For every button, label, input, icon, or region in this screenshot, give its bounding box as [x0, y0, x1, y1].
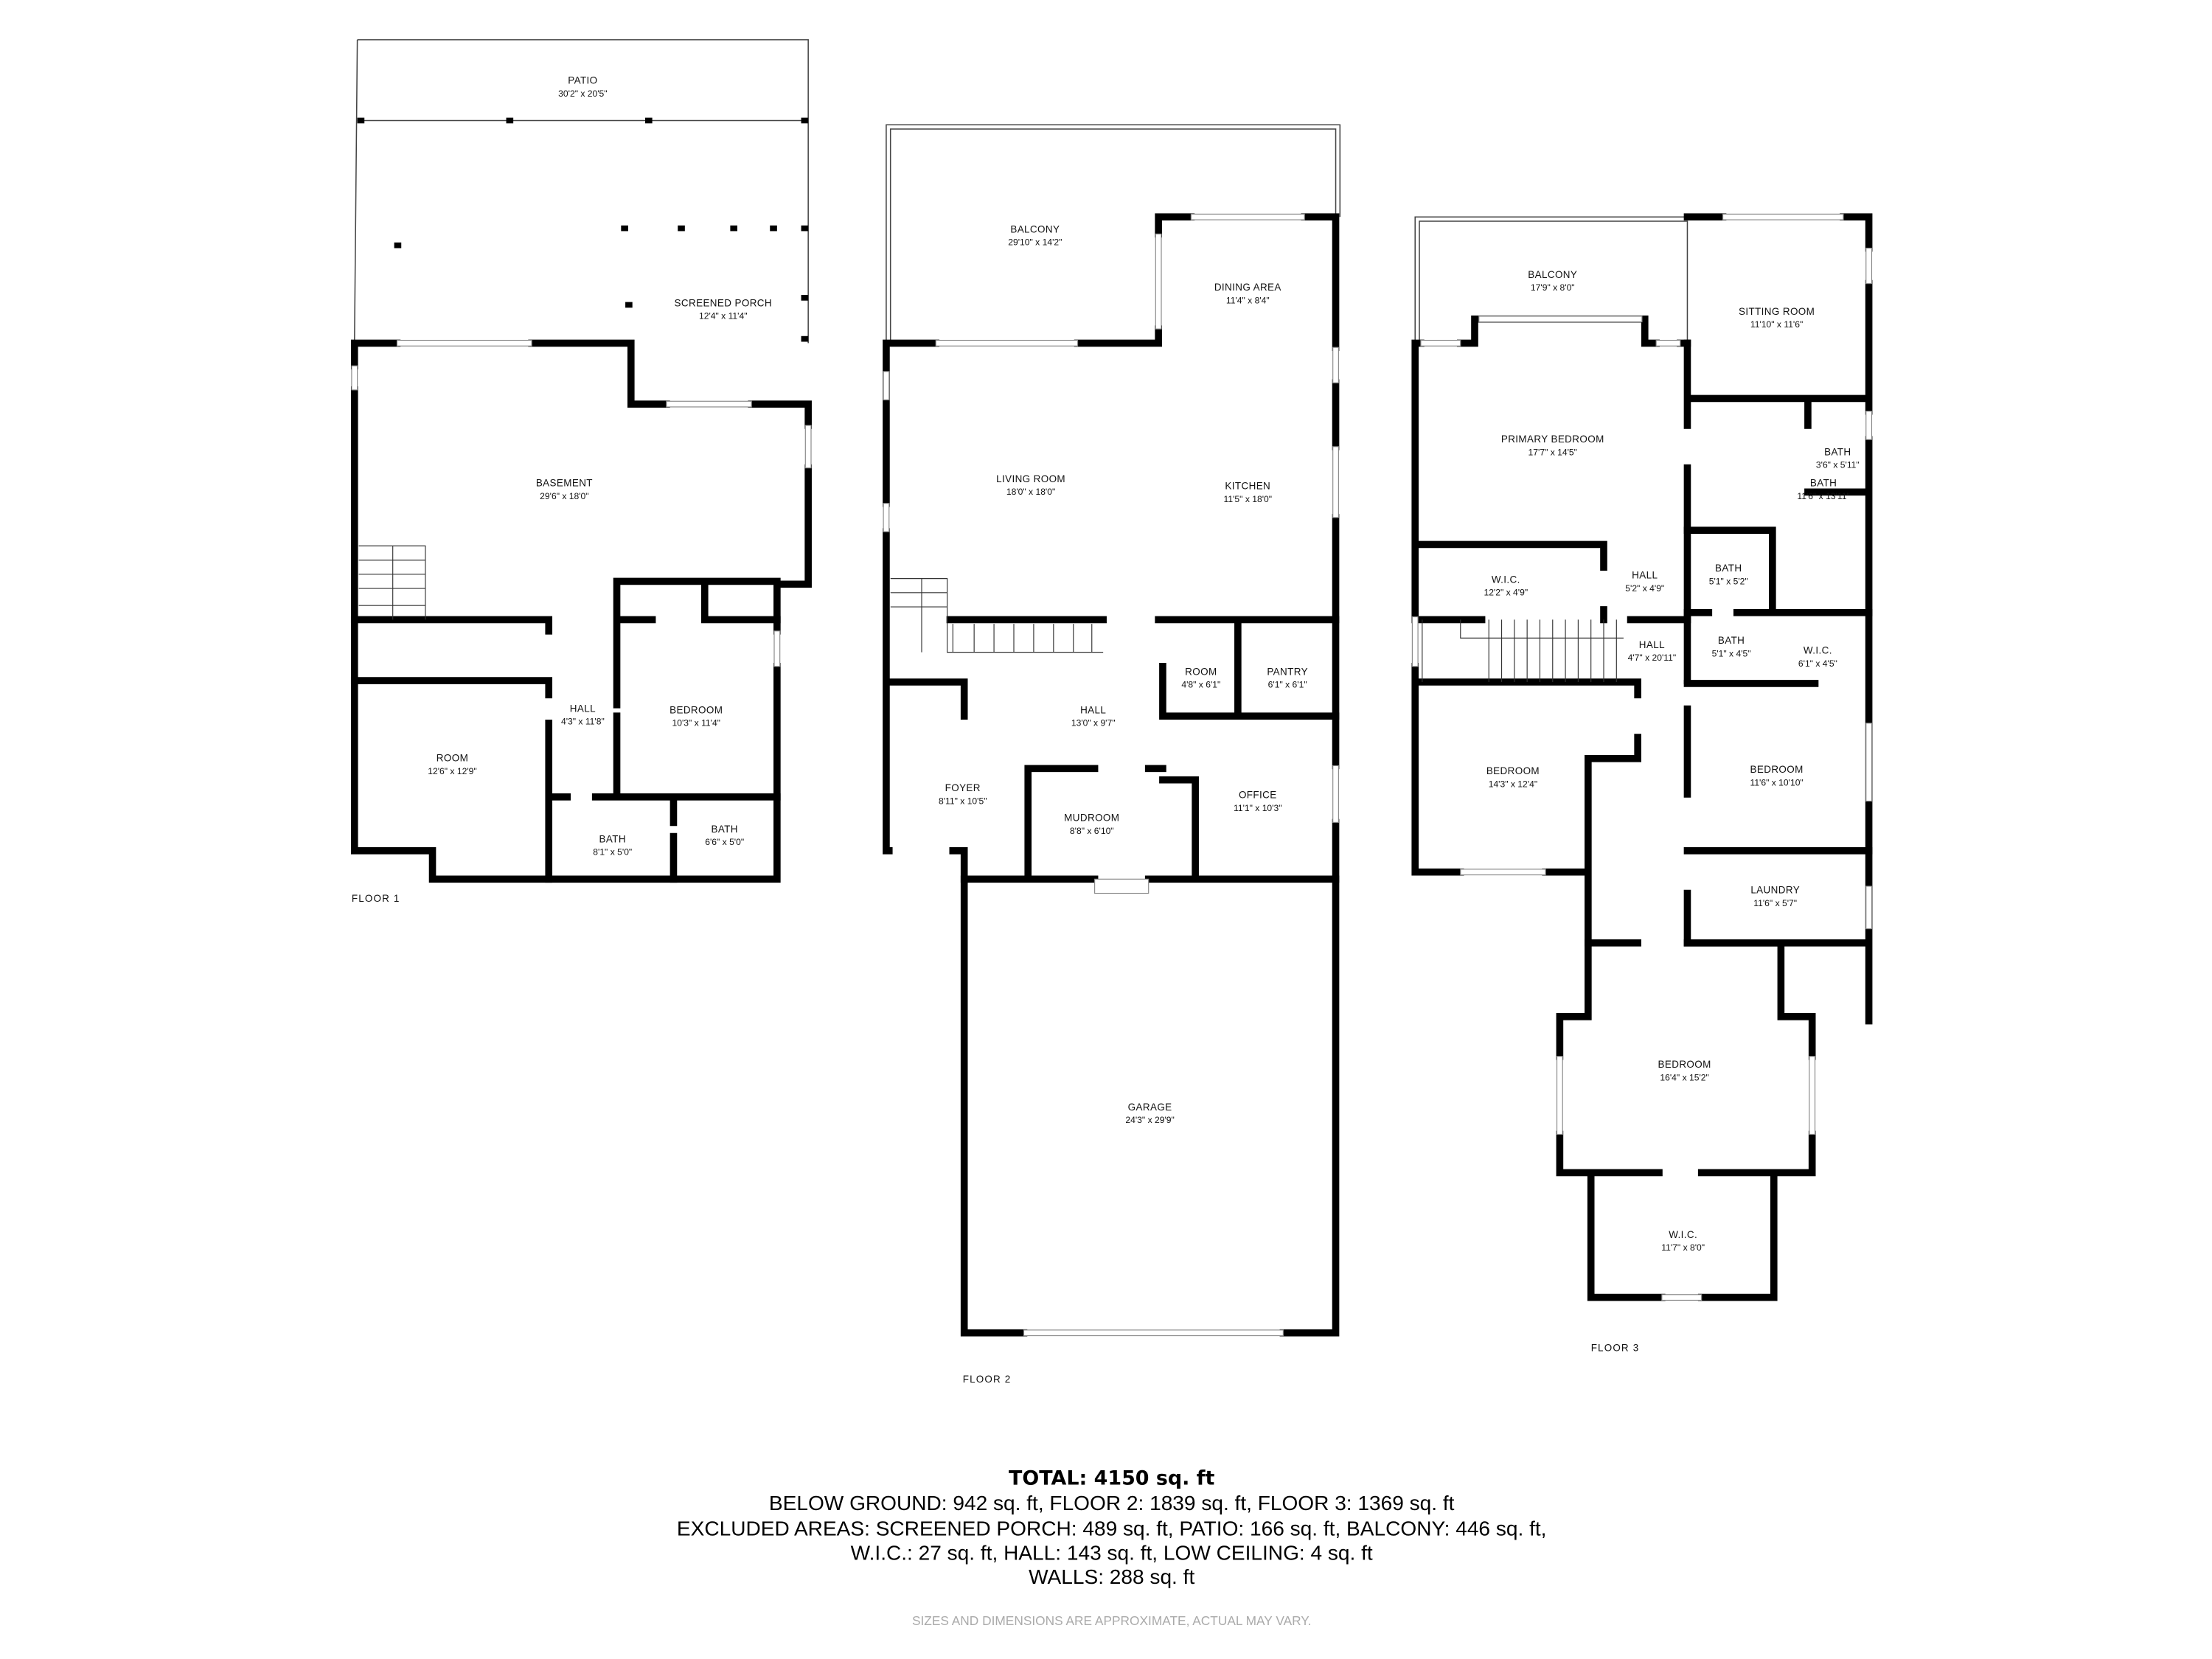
room-dimensions: 29'10" x 14'2": [1008, 237, 1062, 248]
room-dimensions: 12'4" x 11'4": [699, 311, 748, 321]
total-area: TOTAL: 4150 sq. ft: [1009, 1467, 1214, 1489]
floor-1-walls: [350, 339, 812, 883]
room-dimensions: 8'8" x 6'10": [1070, 826, 1114, 836]
room-name: BATH: [1715, 563, 1742, 574]
floor-2-label: FLOOR 2: [963, 1374, 1012, 1385]
floor-1-label: FLOOR 1: [352, 893, 400, 904]
room-name: W.I.C.: [1669, 1229, 1697, 1240]
floor-2-walls: [883, 213, 1340, 1337]
area-summary: TOTAL: 4150 sq. ft BELOW GROUND: 942 sq.…: [677, 1467, 1547, 1627]
room-dimensions: 30'2" x 20'5": [558, 88, 607, 99]
room-name: OFFICE: [1239, 790, 1277, 801]
excluded-areas-continued: W.I.C.: 27 sq. ft, HALL: 143 sq. ft, LOW…: [851, 1541, 1373, 1564]
room-name: LAUNDRY: [1750, 885, 1800, 896]
room-dimensions: 12'2" x 4'9": [1484, 588, 1528, 598]
room-dimensions: 13'0" x 9'7": [1071, 718, 1116, 728]
room-dimensions: 5'1" x 4'5": [1712, 648, 1751, 658]
room-dimensions: 11'6" x 5'7": [1753, 898, 1797, 908]
room-name: BATH: [599, 833, 626, 844]
room-dimensions: 11'5" x 18'0": [1224, 494, 1273, 504]
room-dimensions: 14'3" x 12'4": [1489, 779, 1537, 789]
room-name: BATH: [1718, 635, 1745, 646]
room-dimensions: 29'6" x 18'0": [540, 491, 588, 501]
room-dimensions: 11'6" x 13'11": [1797, 491, 1849, 501]
room-name: BALCONY: [1010, 223, 1060, 234]
floor-1-stairs: [358, 545, 426, 620]
room-dimensions: 10'3" x 11'4": [672, 718, 720, 728]
room-name: W.I.C.: [1804, 645, 1832, 656]
floor-3-walls: [1411, 213, 1873, 1301]
room-name: LIVING ROOM: [996, 473, 1065, 484]
room-name: BEDROOM: [1486, 765, 1540, 776]
floor-1-plan: PATIO 30'2" x 20'5" SCREENED PORCH 12'4"…: [350, 39, 812, 904]
room-dimensions: 4'8" x 6'1": [1181, 680, 1220, 690]
room-dimensions: 17'7" x 14'5": [1528, 447, 1577, 457]
room-name: HALL: [1080, 704, 1106, 715]
room-name: BEDROOM: [669, 704, 723, 715]
excluded-areas: EXCLUDED AREAS: SCREENED PORCH: 489 sq. …: [677, 1517, 1547, 1540]
room-dimensions: 6'6" x 5'0": [705, 837, 744, 847]
room-dimensions: 6'1" x 6'1": [1268, 680, 1307, 690]
room-name: HALL: [1639, 639, 1665, 650]
room-name: W.I.C.: [1492, 574, 1520, 585]
room-name: DINING AREA: [1214, 282, 1281, 293]
room-dimensions: 12'6" x 12'9": [428, 766, 476, 776]
room-dimensions: 16'4" x 15'2": [1660, 1072, 1708, 1082]
room-name: BATH: [1824, 446, 1851, 457]
room-name: MUDROOM: [1064, 812, 1119, 823]
room-dimensions: 11'6" x 10'10": [1750, 777, 1803, 787]
room-dimensions: 11'10" x 11'6": [1750, 319, 1803, 330]
room-name: BATH: [1810, 478, 1837, 489]
room-name: PANTRY: [1267, 666, 1308, 677]
floor-2-plan: BALCONY 29'10" x 14'2" DINING AREA 11'4"…: [883, 124, 1341, 1385]
room-name: GARAGE: [1128, 1102, 1172, 1113]
room-dimensions: 8'1" x 5'0": [593, 847, 632, 858]
floor-1-outdoor-outlines: [354, 39, 809, 344]
floor-3-plan: BALCONY 17'9" x 8'0" SITTING ROOM 11'10"…: [1411, 213, 1873, 1354]
room-dimensions: 3'6" x 5'11": [1816, 460, 1860, 470]
room-dimensions: 6'1" x 4'5": [1798, 658, 1837, 669]
room-dimensions: 11'1" x 10'3": [1234, 803, 1282, 813]
room-name: BASEMENT: [536, 478, 593, 489]
room-dimensions: 11'4" x 8'4": [1226, 296, 1270, 306]
floor-areas: BELOW GROUND: 942 sq. ft, FLOOR 2: 1839 …: [769, 1492, 1455, 1514]
room-name: SITTING ROOM: [1739, 306, 1815, 317]
room-name: BEDROOM: [1750, 764, 1804, 775]
room-name: FOYER: [945, 782, 981, 793]
room-dimensions: 4'3" x 11'8": [561, 717, 605, 727]
floor-3-label: FLOOR 3: [1591, 1343, 1640, 1354]
floor-2-stairs: [890, 578, 1104, 653]
room-dimensions: 5'1" x 5'2": [1709, 576, 1748, 586]
room-name: BALCONY: [1528, 269, 1577, 280]
room-name: BATH: [711, 824, 737, 835]
room-name: KITCHEN: [1225, 480, 1270, 491]
room-name: PRIMARY BEDROOM: [1501, 434, 1604, 445]
room-dimensions: 8'11" x 10'5": [939, 796, 987, 806]
room-dimensions: 4'7" x 20'11": [1628, 653, 1677, 663]
walls-area: WALLS: 288 sq. ft: [1029, 1565, 1194, 1588]
floor-3-stairs: [1422, 619, 1624, 682]
room-name: SCREENED PORCH: [675, 297, 772, 308]
room-dimensions: 5'2" x 4'9": [1625, 583, 1664, 594]
room-dimensions: 17'9" x 8'0": [1531, 282, 1575, 293]
room-name: ROOM: [437, 753, 468, 764]
room-dimensions: 11'7" x 8'0": [1661, 1242, 1705, 1253]
room-dimensions: 18'0" x 18'0": [1006, 487, 1055, 497]
disclaimer: SIZES AND DIMENSIONS ARE APPROXIMATE, AC…: [912, 1613, 1311, 1628]
room-name: HALL: [1632, 570, 1658, 581]
room-dimensions: 24'3" x 29'9": [1125, 1115, 1174, 1125]
room-name: HALL: [570, 703, 596, 714]
room-name: ROOM: [1185, 666, 1217, 677]
room-name: BEDROOM: [1658, 1059, 1711, 1070]
room-name: PATIO: [568, 74, 597, 86]
